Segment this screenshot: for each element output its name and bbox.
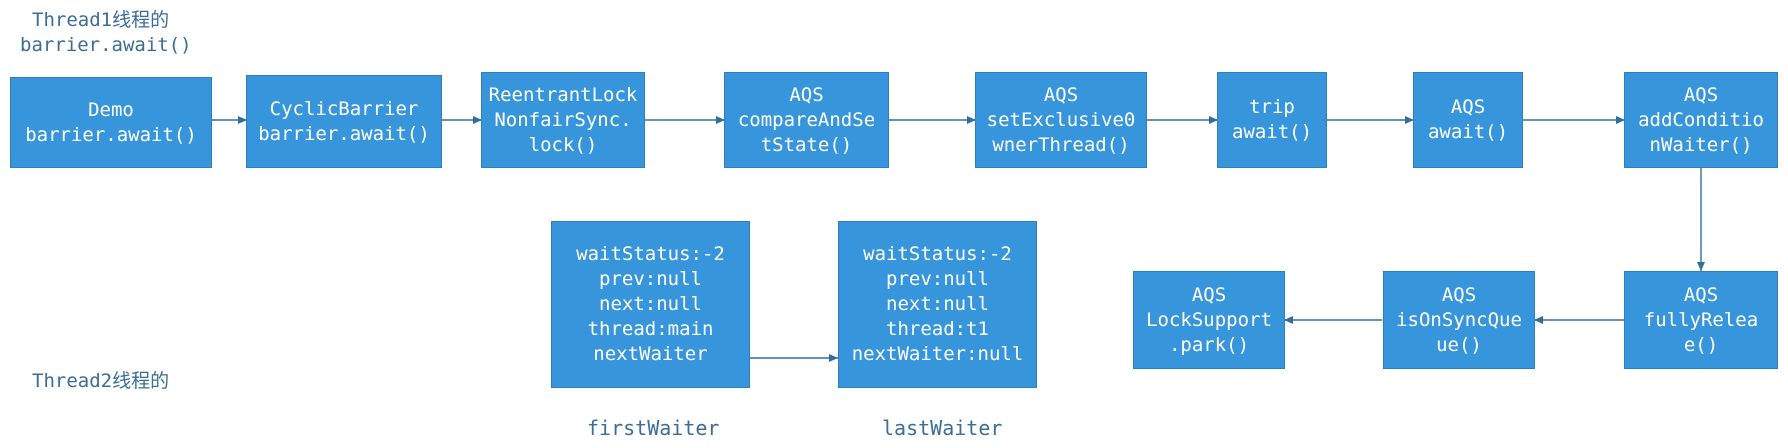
node-last-waitstatus: waitStatus:-2	[863, 243, 1012, 265]
flow-box-demo-line1: Demo	[88, 98, 134, 121]
flow-box-compareandset-line3: tState()	[760, 133, 853, 156]
first-waiter-label: firstWaiter	[587, 416, 720, 440]
flow-box-fullyrelease-line1: AQS	[1683, 283, 1719, 306]
flow-box-setexclusiveowner: AQS setExclusive0 wnerThread()	[975, 72, 1147, 168]
flow-box-locksupport-park-line1: AQS	[1191, 283, 1227, 306]
flow-box-reentrantlock-line2: NonfairSync.	[494, 108, 632, 131]
flow-box-addconditionwaiter-line1: AQS	[1683, 83, 1719, 106]
flow-box-aqs-await-line1: AQS	[1450, 96, 1486, 118]
flow-box-compareandset-line2: compareAndSe	[737, 108, 876, 131]
thread1-caption-call: barrier.await()	[20, 34, 192, 56]
node-last-prev: prev:null	[886, 268, 989, 290]
node-last-nextwaiter: nextWaiter:null	[851, 343, 1024, 365]
thread2-caption: Thread2线程的	[32, 370, 170, 392]
flow-box-reentrantlock: ReentrantLock NonfairSync. lock()	[481, 72, 645, 168]
flow-box-reentrantlock-line1: ReentrantLock	[488, 83, 638, 106]
flow-box-reentrantlock-line3: lock()	[528, 133, 598, 156]
node-last-next: next:null	[886, 293, 989, 315]
node-first-thread: thread:main	[587, 318, 714, 340]
flow-box-fullyrelease-line2: fullyRelea	[1643, 308, 1759, 331]
node-last-thread: thread:t1	[886, 318, 989, 340]
node-last-waiter: waitStatus:-2 prev:null next:null thread…	[838, 221, 1037, 388]
node-first-next: next:null	[599, 293, 702, 315]
flow-box-setexclusiveowner-line1: AQS	[1043, 83, 1079, 106]
flow-box-setexclusiveowner-line2: setExclusive0	[986, 108, 1136, 131]
flow-box-setexclusiveowner-line3: wnerThread()	[992, 133, 1130, 156]
flow-box-demo: Demo barrier.await()	[10, 77, 212, 168]
flow-box-cyclicbarrier-line2: barrier.await()	[258, 122, 430, 145]
flow-box-locksupport-park: AQS LockSupport .park()	[1133, 271, 1285, 369]
flow-box-trip: trip await()	[1217, 72, 1327, 168]
flow-box-cyclicbarrier: CyclicBarrier barrier.await()	[246, 75, 442, 168]
flow-box-aqs-await-line2: await()	[1427, 121, 1509, 143]
flow-box-isonsyncqueue: AQS isOnSyncQue ue()	[1383, 271, 1535, 369]
node-first-waiter: waitStatus:-2 prev:null next:null thread…	[551, 221, 750, 388]
node-first-prev: prev:null	[599, 268, 702, 290]
node-first-nextwaiter: nextWaiter	[593, 343, 708, 365]
flow-box-trip-line1: trip	[1249, 96, 1295, 118]
flow-box-addconditionwaiter: AQS addConditio nWaiter()	[1624, 72, 1778, 168]
flow-box-fullyrelease-line3: e()	[1683, 333, 1719, 356]
flow-box-isonsyncqueue-line1: AQS	[1441, 283, 1477, 306]
flow-box-trip-line2: await()	[1231, 121, 1313, 143]
flow-box-addconditionwaiter-line2: addConditio	[1638, 108, 1764, 131]
last-waiter-label: lastWaiter	[882, 416, 1003, 440]
node-first-waitstatus: waitStatus:-2	[576, 243, 725, 265]
thread1-caption: Thread1线程的	[32, 9, 170, 31]
flow-box-aqs-await: AQS await()	[1413, 72, 1523, 168]
flow-box-demo-line2: barrier.await()	[25, 123, 197, 146]
flow-box-addconditionwaiter-line3: nWaiter()	[1649, 133, 1753, 156]
flow-box-cyclicbarrier-line1: CyclicBarrier	[269, 97, 419, 120]
flow-box-isonsyncqueue-line2: isOnSyncQue	[1396, 308, 1522, 331]
flow-box-locksupport-park-line2: LockSupport	[1146, 308, 1272, 331]
flow-box-locksupport-park-line3: .park()	[1168, 333, 1250, 356]
flow-box-fullyrelease: AQS fullyRelea e()	[1624, 271, 1778, 369]
flow-box-compareandset-line1: AQS	[789, 83, 824, 106]
flow-box-isonsyncqueue-line3: ue()	[1436, 333, 1482, 356]
flow-box-compareandset: AQS compareAndSe tState()	[724, 72, 889, 168]
